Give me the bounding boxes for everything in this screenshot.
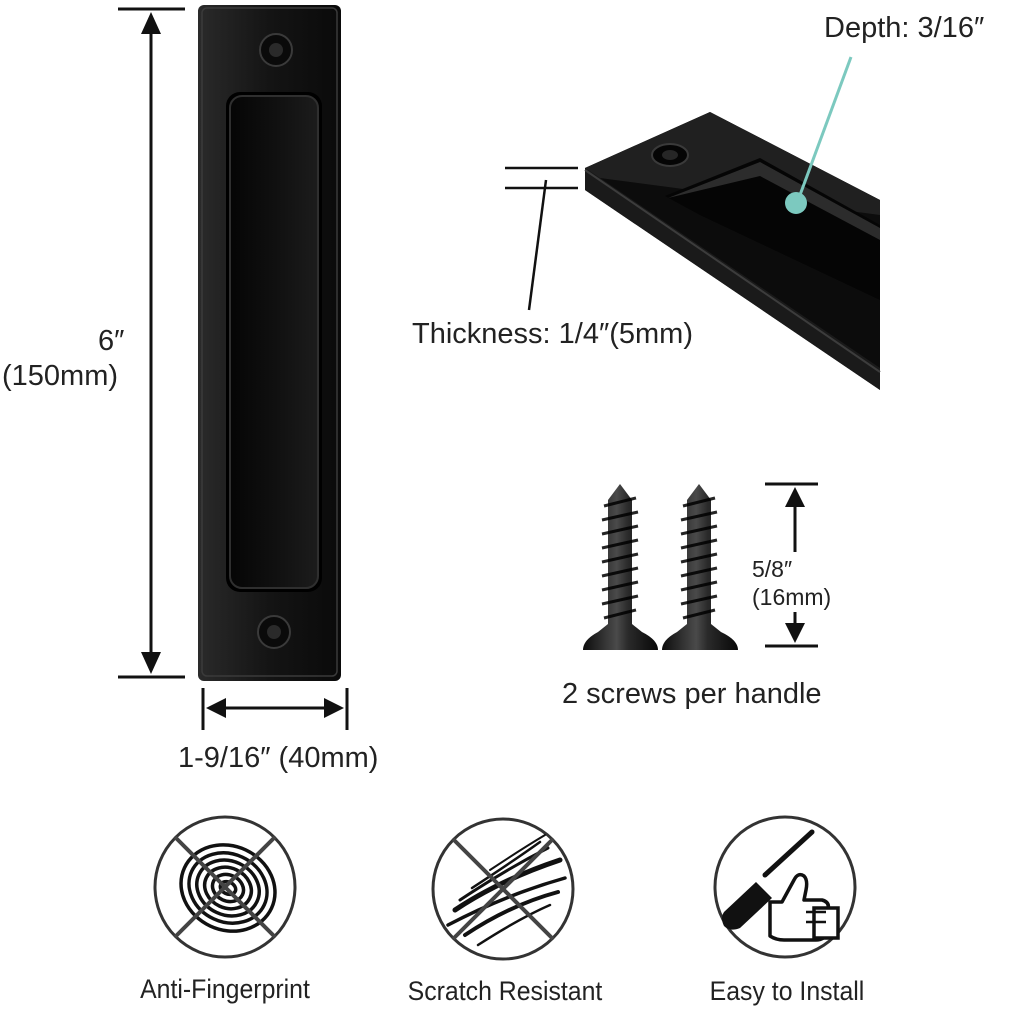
screw-length-metric-label: (16mm) xyxy=(752,584,832,610)
depth-label: Depth: 3/16″ xyxy=(824,12,985,44)
feature-label-anti-fingerprint: Anti-Fingerprint xyxy=(140,974,310,1004)
screw-right xyxy=(662,484,738,650)
thickness-dimension xyxy=(505,166,578,311)
scratch-crossed-icon xyxy=(431,817,575,961)
fingerprint-crossed-icon xyxy=(153,815,297,959)
feature-label-easy-to-install: Easy to Install xyxy=(709,976,865,1006)
screw-left xyxy=(583,484,658,650)
depth-callout xyxy=(785,56,853,214)
width-label: 1-9/16″ (40mm) xyxy=(178,742,379,774)
feature-label-scratch-resistant: Scratch Resistant xyxy=(407,976,603,1006)
screws-caption: 2 screws per handle xyxy=(562,678,822,710)
height-dimension xyxy=(118,7,185,679)
screw-length-label: 5/8″ xyxy=(752,556,793,582)
handle-front-view xyxy=(198,5,341,681)
width-dimension xyxy=(201,688,349,730)
screwdriver-thumbs-up-icon xyxy=(713,815,857,959)
thickness-label: Thickness: 1/4″(5mm) xyxy=(412,318,693,350)
height-metric-label: (150mm) xyxy=(2,360,119,392)
height-label: 6″ xyxy=(98,325,125,357)
screw-length-dimension xyxy=(765,482,818,648)
